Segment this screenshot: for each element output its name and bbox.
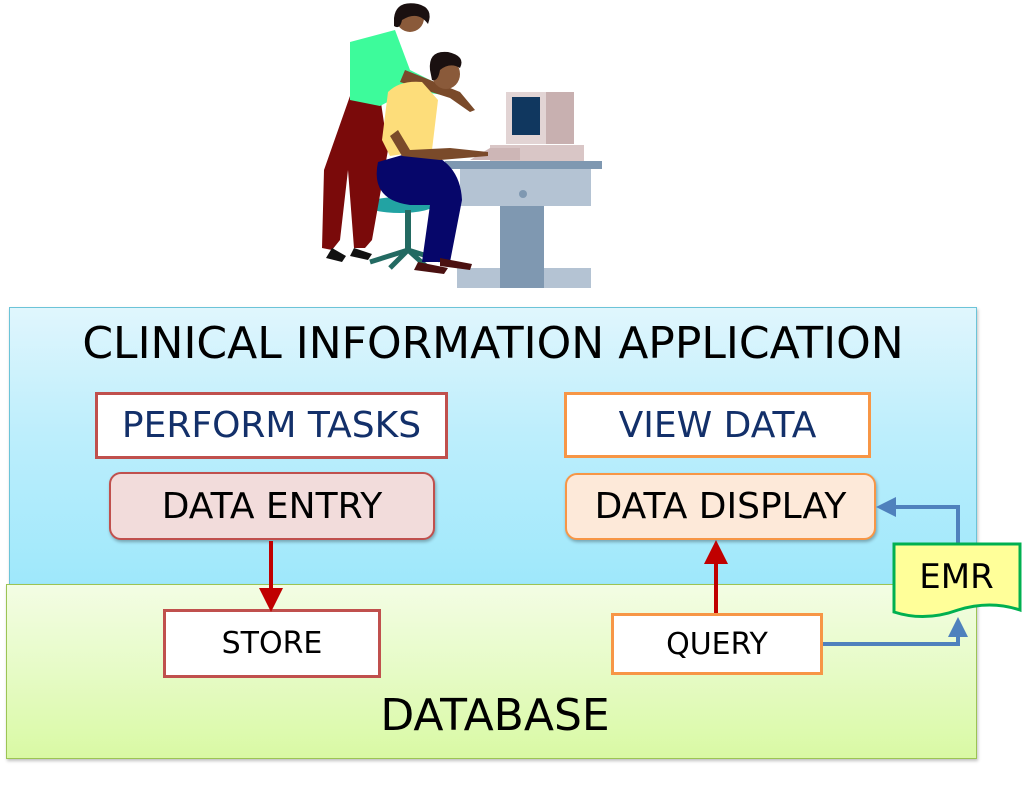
man-arm xyxy=(390,130,488,160)
people-at-computer-clipart xyxy=(322,3,602,288)
woman-shoes xyxy=(326,248,372,262)
perform-tasks-box: PERFORM TASKS xyxy=(95,392,448,459)
desk-leg xyxy=(500,203,544,288)
man-shirt xyxy=(382,81,438,156)
desk-top xyxy=(445,161,602,169)
perform-tasks-label: PERFORM TASKS xyxy=(121,405,422,446)
chair-stem xyxy=(405,210,411,250)
view-data-label: VIEW DATA xyxy=(618,404,817,446)
keyboard xyxy=(470,148,520,160)
query-box: QUERY xyxy=(611,613,823,675)
emr-label: EMR xyxy=(919,557,994,597)
man-legs xyxy=(376,150,462,262)
data-entry-box: DATA ENTRY xyxy=(109,472,435,540)
store-label: STORE xyxy=(221,626,323,661)
woman-legs xyxy=(322,96,388,250)
data-display-label: DATA DISPLAY xyxy=(594,486,847,527)
desk-drawer xyxy=(460,167,591,206)
store-box: STORE xyxy=(163,609,381,678)
man-shoes xyxy=(414,258,472,274)
man-hair xyxy=(429,51,462,81)
application-title: CLINICAL INFORMATION APPLICATION xyxy=(82,318,904,369)
woman-hair xyxy=(394,3,430,28)
desk-knob xyxy=(519,190,527,198)
data-entry-label: DATA ENTRY xyxy=(161,485,383,527)
woman-arm xyxy=(400,70,475,112)
monitor-screen xyxy=(512,97,540,135)
chair-legs xyxy=(369,247,441,270)
query-label: QUERY xyxy=(666,626,768,662)
database-title: DATABASE xyxy=(380,690,610,741)
view-data-box: VIEW DATA xyxy=(564,392,871,458)
data-display-box: DATA DISPLAY xyxy=(565,473,876,540)
